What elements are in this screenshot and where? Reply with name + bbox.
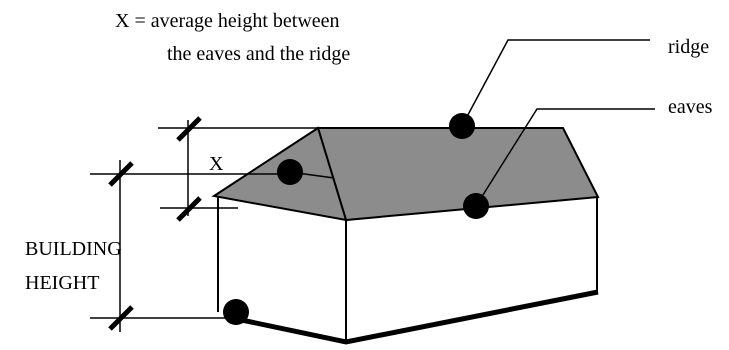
eaves-marker: [463, 193, 489, 219]
ridge-label: ridge: [668, 36, 709, 58]
building-label: BUILDING: [25, 238, 122, 260]
height-label: HEIGHT: [25, 272, 99, 294]
eaves-label: eaves: [668, 96, 713, 118]
roof-main-plane: [316, 127, 600, 222]
eaves-leader-line: [475, 108, 655, 207]
ground-line: [231, 289, 599, 345]
ridge-leader-line: [461, 39, 650, 127]
x-label: X: [209, 153, 224, 175]
tick-ridge: [176, 116, 202, 142]
ground-marker: [223, 299, 249, 325]
x-level-marker: [277, 159, 303, 185]
definition-note-line1: X = average height between: [115, 10, 340, 32]
tick-eaves: [176, 196, 202, 222]
ridge-marker: [449, 113, 475, 139]
definition-note-line2: the eaves and the ridge: [167, 43, 350, 65]
tick-ground: [108, 305, 134, 331]
tick-x-level: [108, 161, 134, 187]
